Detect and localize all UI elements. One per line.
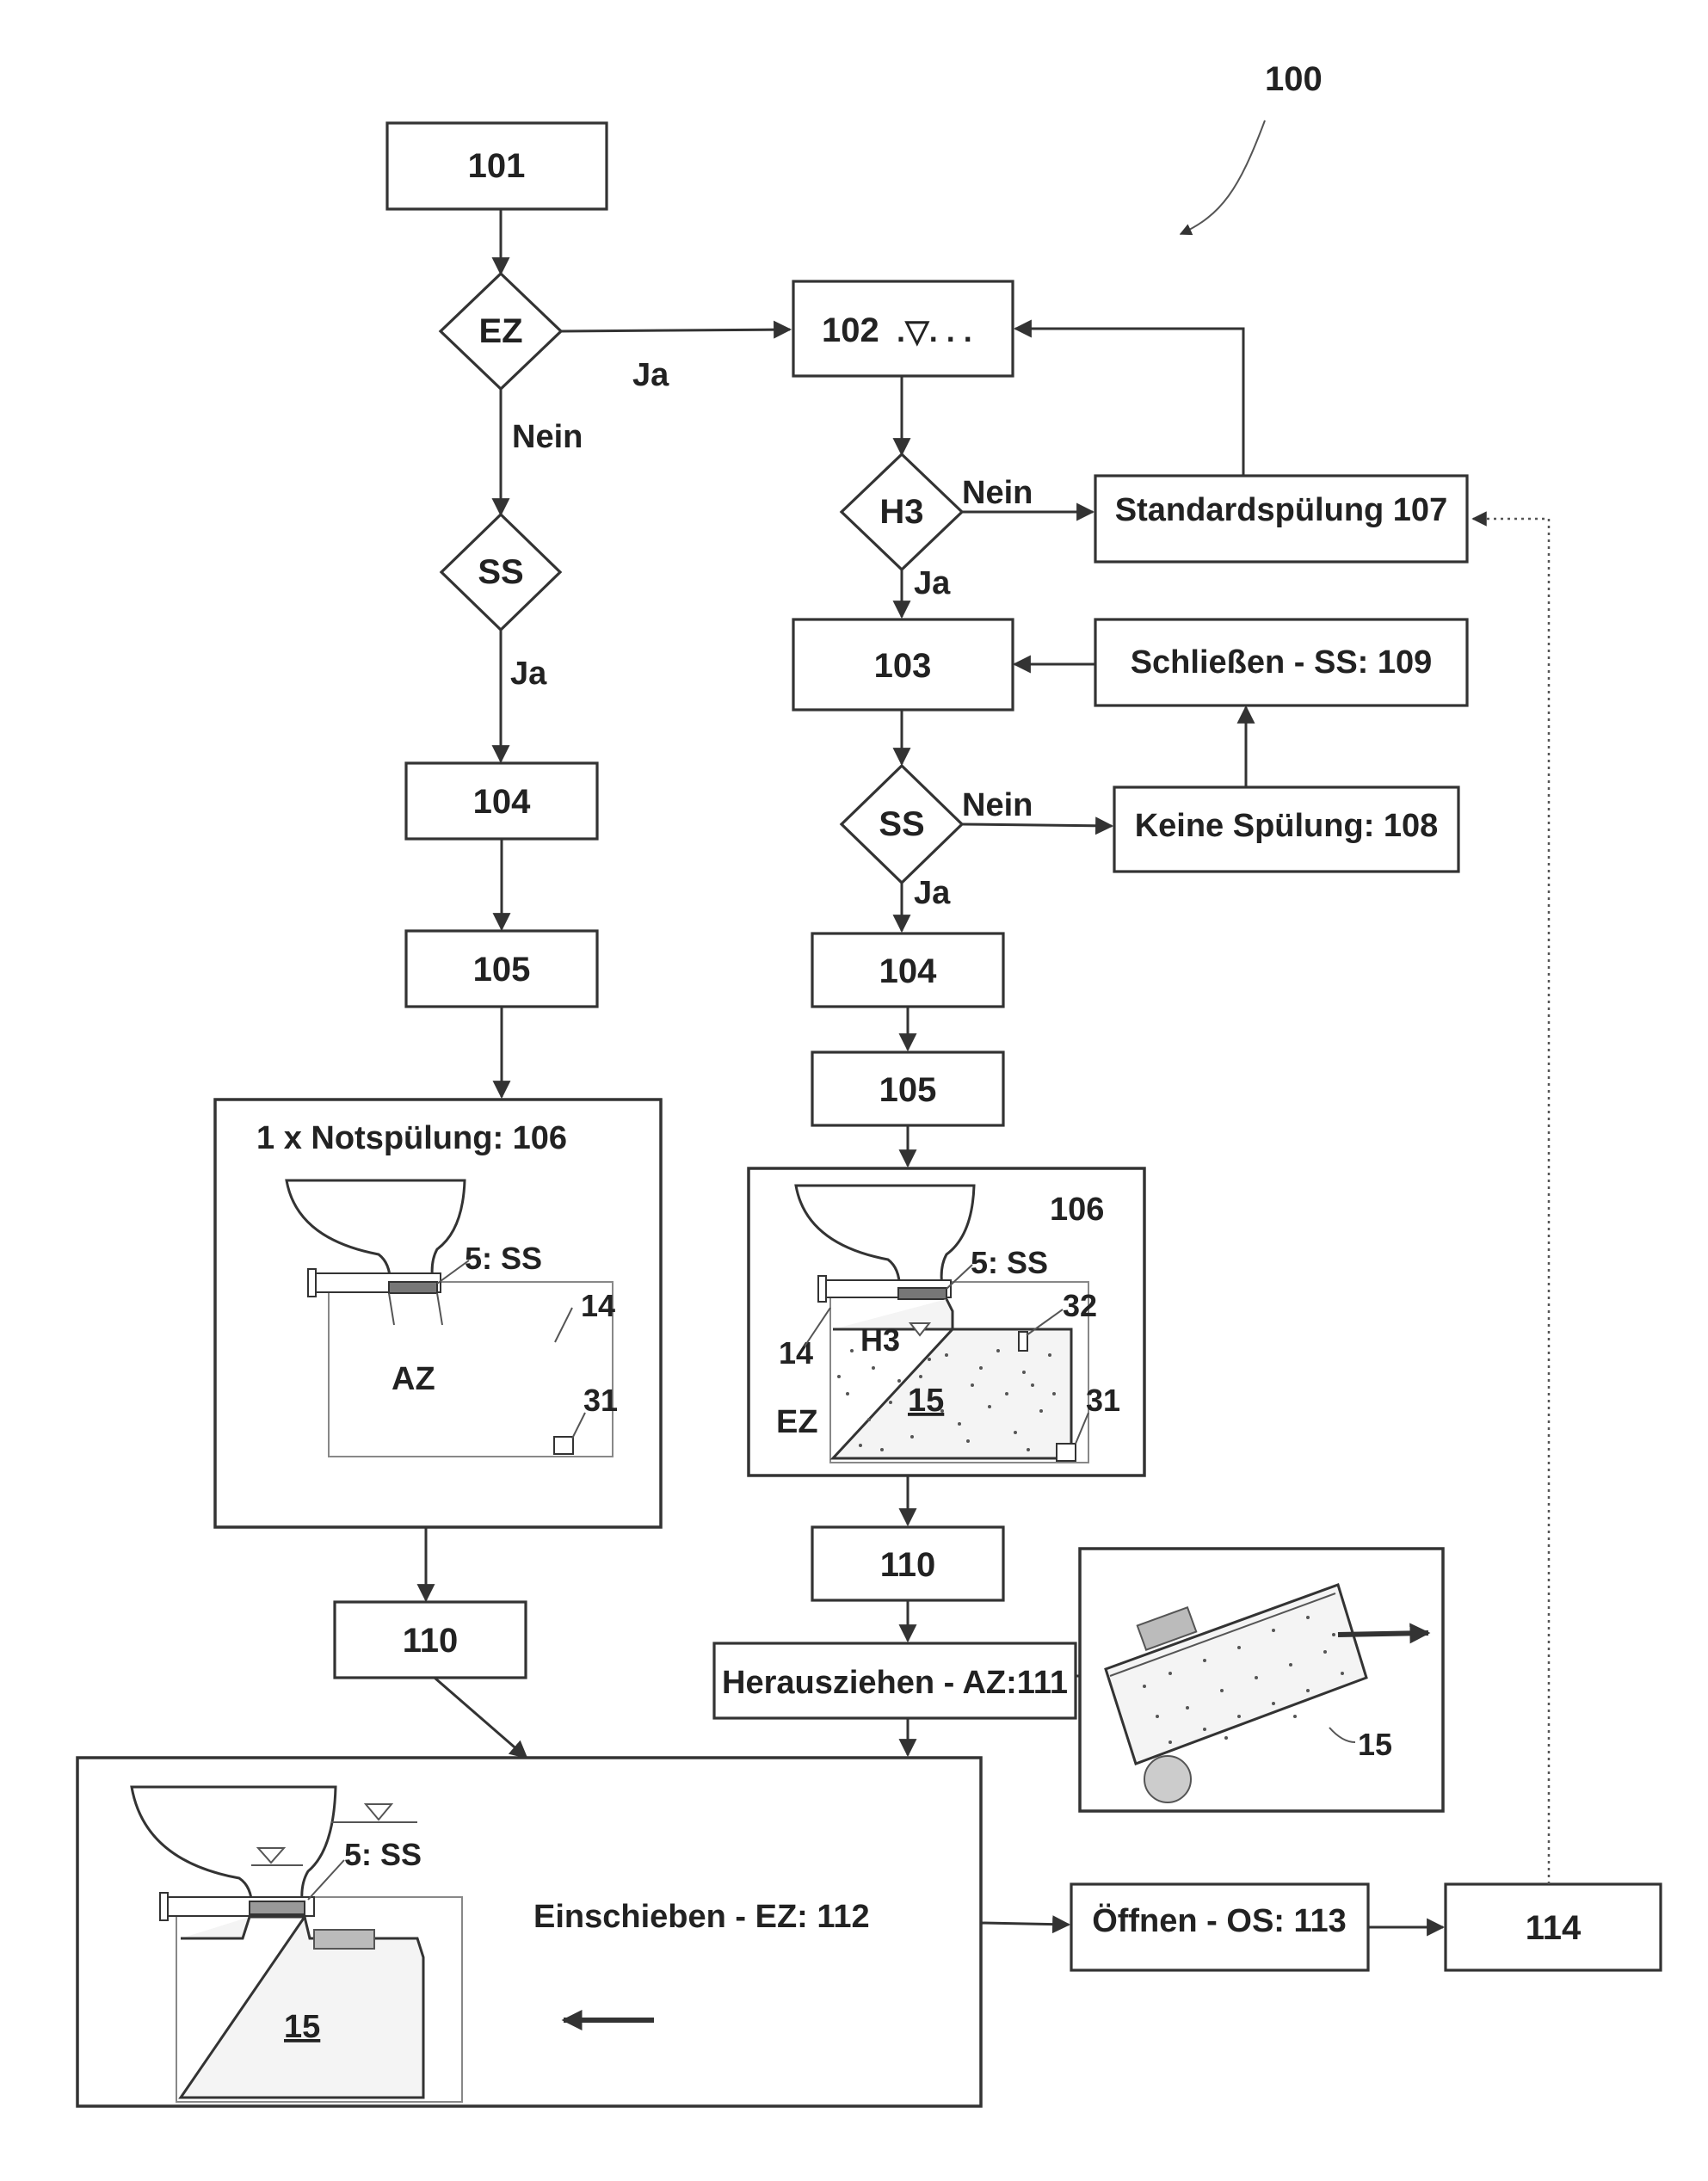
label-15-bottom: 15: [284, 2009, 320, 2045]
node-110-left-label: 110: [403, 1622, 459, 1660]
decision-ss-left-label: SS: [478, 553, 523, 591]
label-15-cart: 15: [1358, 1727, 1392, 1762]
arrow-110-112-left: [435, 1678, 527, 1758]
label-ss-right: 5: SS: [971, 1245, 1048, 1280]
container-handle-bottom: [314, 1930, 374, 1949]
decision-ez-label: EZ: [478, 312, 522, 350]
node-108-label: Keine Spülung: 108: [1135, 808, 1439, 844]
decision-ss-right-label: SS: [879, 805, 924, 843]
label-ez: EZ: [776, 1404, 818, 1440]
node-110-right-label: 110: [880, 1546, 936, 1584]
cart-wheel: [1144, 1756, 1191, 1802]
arrow-ez-102: [561, 330, 790, 331]
node-114-label: 114: [1526, 1909, 1582, 1947]
label-32: 32: [1063, 1288, 1097, 1323]
sensor-31-left: [554, 1437, 573, 1454]
node-106-right-label: 106: [1050, 1192, 1104, 1228]
label-az: AZ: [392, 1361, 435, 1397]
node-102-label: 102: [822, 311, 879, 349]
node-104-right-label: 104: [879, 952, 937, 990]
node-105-right-label: 105: [879, 1071, 937, 1109]
node-107-label: Standardspülung 107: [1115, 492, 1447, 528]
label-31-left: 31: [583, 1383, 618, 1418]
valve-ss-bottom: [250, 1901, 305, 1914]
arrow-ss-108: [962, 824, 1112, 826]
edge-label-ja-h3: Ja: [914, 565, 951, 601]
pipe-knob-bottom: [160, 1893, 168, 1920]
label-h3: H3: [860, 1322, 900, 1358]
pipe-knob-right: [818, 1276, 826, 1302]
edge-label-ja-ez: Ja: [632, 357, 669, 393]
cart-pull-arrow: [1338, 1633, 1428, 1635]
edge-label-nein-h3: Nein: [962, 475, 1033, 511]
arrow-114-107-dotted: [1473, 519, 1549, 1884]
figure-ref-pointer: [1181, 120, 1265, 234]
node-104-left-label: 104: [473, 783, 531, 821]
node-105-left-label: 105: [473, 951, 531, 989]
label-31-right: 31: [1086, 1383, 1120, 1418]
valve-ss-right: [898, 1288, 946, 1299]
decision-h3-label: H3: [879, 493, 923, 531]
edge-label-nein-ss-right: Nein: [962, 787, 1033, 823]
node-103-label: 103: [874, 647, 932, 685]
arrow-107-102: [1015, 329, 1243, 476]
label-14-left: 14: [581, 1288, 615, 1323]
sensor-31-right: [1057, 1444, 1076, 1461]
valve-ss-left: [389, 1282, 437, 1293]
edge-label-nein-ez: Nein: [512, 419, 583, 455]
pipe-knob-left: [308, 1269, 316, 1297]
node-111-label: Herausziehen - AZ:111: [722, 1665, 1068, 1701]
figure-ref: 100: [1265, 60, 1323, 98]
node-113-label: Öffnen - OS: 113: [1092, 1902, 1347, 1939]
node-106-left-label: 1 x Notspülung: 106: [256, 1120, 567, 1156]
edge-label-ja-ss-left: Ja: [510, 656, 547, 692]
label-ss-bottom: 5: SS: [344, 1837, 422, 1872]
label-15-right: 15: [908, 1383, 944, 1419]
node-101-label: 101: [468, 147, 526, 185]
edge-label-ja-ss-right: Ja: [914, 875, 951, 911]
node-102-symbol: .▽. . .: [897, 313, 972, 348]
node-112-label: Einschieben - EZ: 112: [533, 1899, 870, 1935]
label-ss-left: 5: SS: [465, 1241, 542, 1276]
arrow-112-113: [981, 1923, 1069, 1925]
node-109-label: Schließen - SS: 109: [1131, 644, 1433, 681]
